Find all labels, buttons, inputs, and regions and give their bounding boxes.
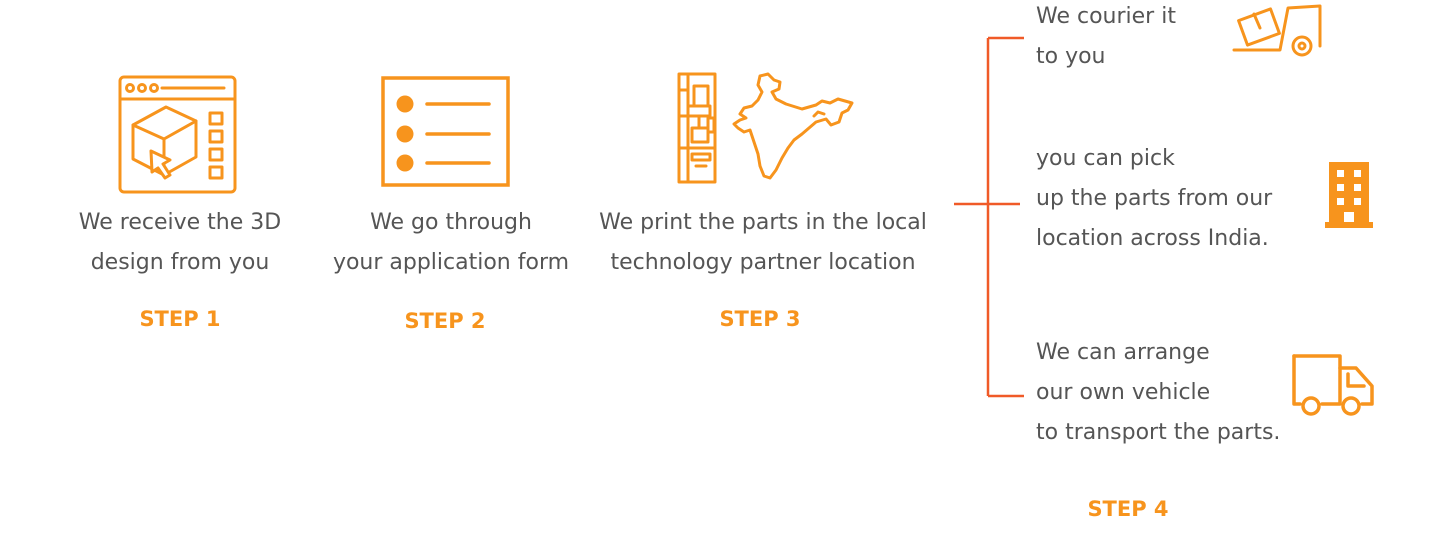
step-2-description-line-2: your application form: [332, 250, 570, 275]
step-1-description-line-1: We receive the 3D: [78, 210, 282, 235]
step-4-option-courier-line-2: to you: [1036, 44, 1106, 69]
step-4-option-courier-line-1: We courier it: [1036, 4, 1176, 29]
step-4-option-vehicle-line-2: our own vehicle: [1036, 380, 1211, 405]
step-4-option-pickup: you can pick up the parts from our locat…: [1036, 139, 1272, 259]
delivery-van-icon: [1290, 352, 1376, 418]
step-3-description-line-1: We print the parts in the local: [599, 210, 927, 235]
step-2-label: STEP 2: [404, 309, 486, 333]
step-3-description: We print the parts in the local technolo…: [580, 203, 946, 283]
step-4-option-vehicle-line-1: We can arrange: [1036, 340, 1210, 365]
step-1-description: We receive the 3D design from you: [55, 203, 305, 283]
browser-3d-cube-icon: [118, 75, 238, 195]
step-4-option-pickup-line-3: location across India.: [1036, 226, 1269, 251]
step-1-label: STEP 1: [139, 307, 221, 331]
application-form-list-icon: [381, 76, 511, 188]
step-4-option-pickup-line-1: you can pick: [1036, 146, 1175, 171]
hand-truck-package-icon: [1232, 4, 1324, 60]
step-3-label: STEP 3: [719, 307, 801, 331]
step-1-description-line-2: design from you: [90, 250, 270, 275]
step-2-description-line-1: We go through: [370, 210, 532, 235]
step-4-option-vehicle-line-3: to transport the parts.: [1036, 420, 1281, 445]
step-4-option-vehicle: We can arrange our own vehicle to transp…: [1036, 333, 1280, 453]
step-3-description-line-2: technology partner location: [610, 250, 916, 275]
3d-printer-india-map-icon: [676, 72, 858, 184]
step-4-option-courier: We courier it to you: [1036, 0, 1176, 77]
office-building-icon: [1324, 162, 1374, 228]
step-4-option-pickup-line-2: up the parts from our: [1036, 186, 1273, 211]
step-4-label: STEP 4: [1087, 497, 1169, 521]
step-2-description: We go through your application form: [320, 203, 582, 283]
